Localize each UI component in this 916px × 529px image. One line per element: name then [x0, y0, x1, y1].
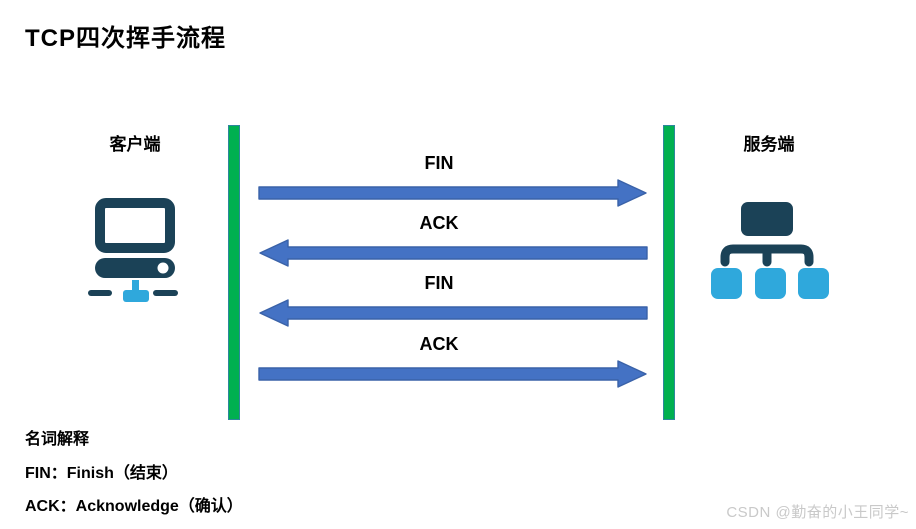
message-ack-2: ACK [258, 333, 648, 388]
ack-arrow-right-icon [258, 360, 647, 388]
message-fin-1: FIN [258, 152, 648, 207]
message-label: ACK [419, 213, 459, 233]
server-lifeline [663, 125, 675, 420]
glossary-heading: 名词解释 [25, 431, 90, 448]
page-title: TCP四次挥手流程 [25, 25, 226, 52]
message-label: FIN [424, 153, 454, 173]
server-label: 服务端 [743, 135, 795, 154]
message-fin-2: FIN [258, 272, 648, 327]
message-label: ACK [419, 334, 459, 354]
client-computer-icon [88, 198, 178, 302]
message-ack-1: ACK [258, 212, 648, 267]
message-label: FIN [424, 273, 454, 293]
server-network-icon [711, 202, 829, 299]
glossary-item-fin: FIN：Finish（结束） [25, 465, 178, 482]
fin-arrow-right-icon [258, 179, 647, 207]
client-lifeline [228, 125, 240, 420]
glossary-item-ack: ACK：Acknowledge（确认） [25, 498, 243, 515]
fin-arrow-left-icon [259, 299, 648, 327]
glossary: 名词解释 FIN：Finish（结束） ACK：Acknowledge（确认） [25, 429, 243, 515]
ack-arrow-left-icon [259, 239, 648, 267]
client-label: 客户端 [109, 135, 161, 154]
watermark: CSDN @勤奋的小王同学~ [726, 504, 909, 521]
